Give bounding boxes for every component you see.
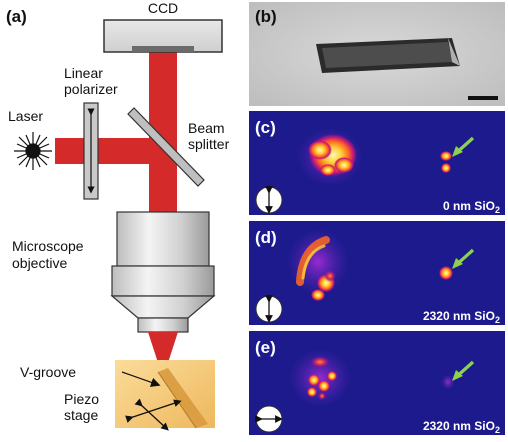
panel-c-thickness: 0 nm SiO2 — [443, 199, 500, 215]
objective-label-line2: objective — [12, 255, 67, 271]
v-groove-label: V-groove — [20, 364, 76, 380]
panel-e-thickness: 2320 nm SiO2 — [423, 419, 500, 435]
laser-icon — [14, 132, 52, 170]
panel-label-a: (a) — [6, 7, 27, 26]
ccd-label: CCD — [148, 0, 178, 16]
scale-bar — [468, 96, 498, 100]
linear-polarizer — [83, 102, 99, 200]
beam-splitter-label-line1: Beam — [188, 120, 225, 136]
panel-e-image — [249, 331, 505, 435]
objective-label-line1: Microscope — [12, 238, 84, 254]
panel-label-c: (c) — [255, 118, 276, 137]
polarizer-label-line1: Linear — [64, 65, 103, 81]
polarizer-label-line2: polarizer — [64, 81, 118, 97]
sem-image — [249, 2, 505, 106]
panel-label-d: (d) — [255, 228, 277, 247]
panel-label-e: (e) — [255, 338, 276, 357]
panel-label-b: (b) — [255, 7, 277, 26]
piezo-label-line1: Piezo — [64, 391, 99, 407]
green-arrow-heads — [452, 146, 463, 381]
v-groove-pointer — [121, 371, 161, 387]
panel-d-thickness: 2320 nm SiO2 — [423, 309, 500, 325]
focused-beam — [148, 332, 178, 378]
piezo-label-line2: stage — [64, 407, 98, 423]
microscope-objective — [110, 211, 216, 333]
laser-label: Laser — [8, 108, 43, 124]
beam-splitter — [127, 107, 205, 187]
panel-c-image — [249, 111, 505, 215]
stage-motion-arrows-icon — [125, 398, 182, 431]
beam-splitter-label-line2: splitter — [188, 136, 230, 152]
ccd-camera — [103, 19, 223, 53]
